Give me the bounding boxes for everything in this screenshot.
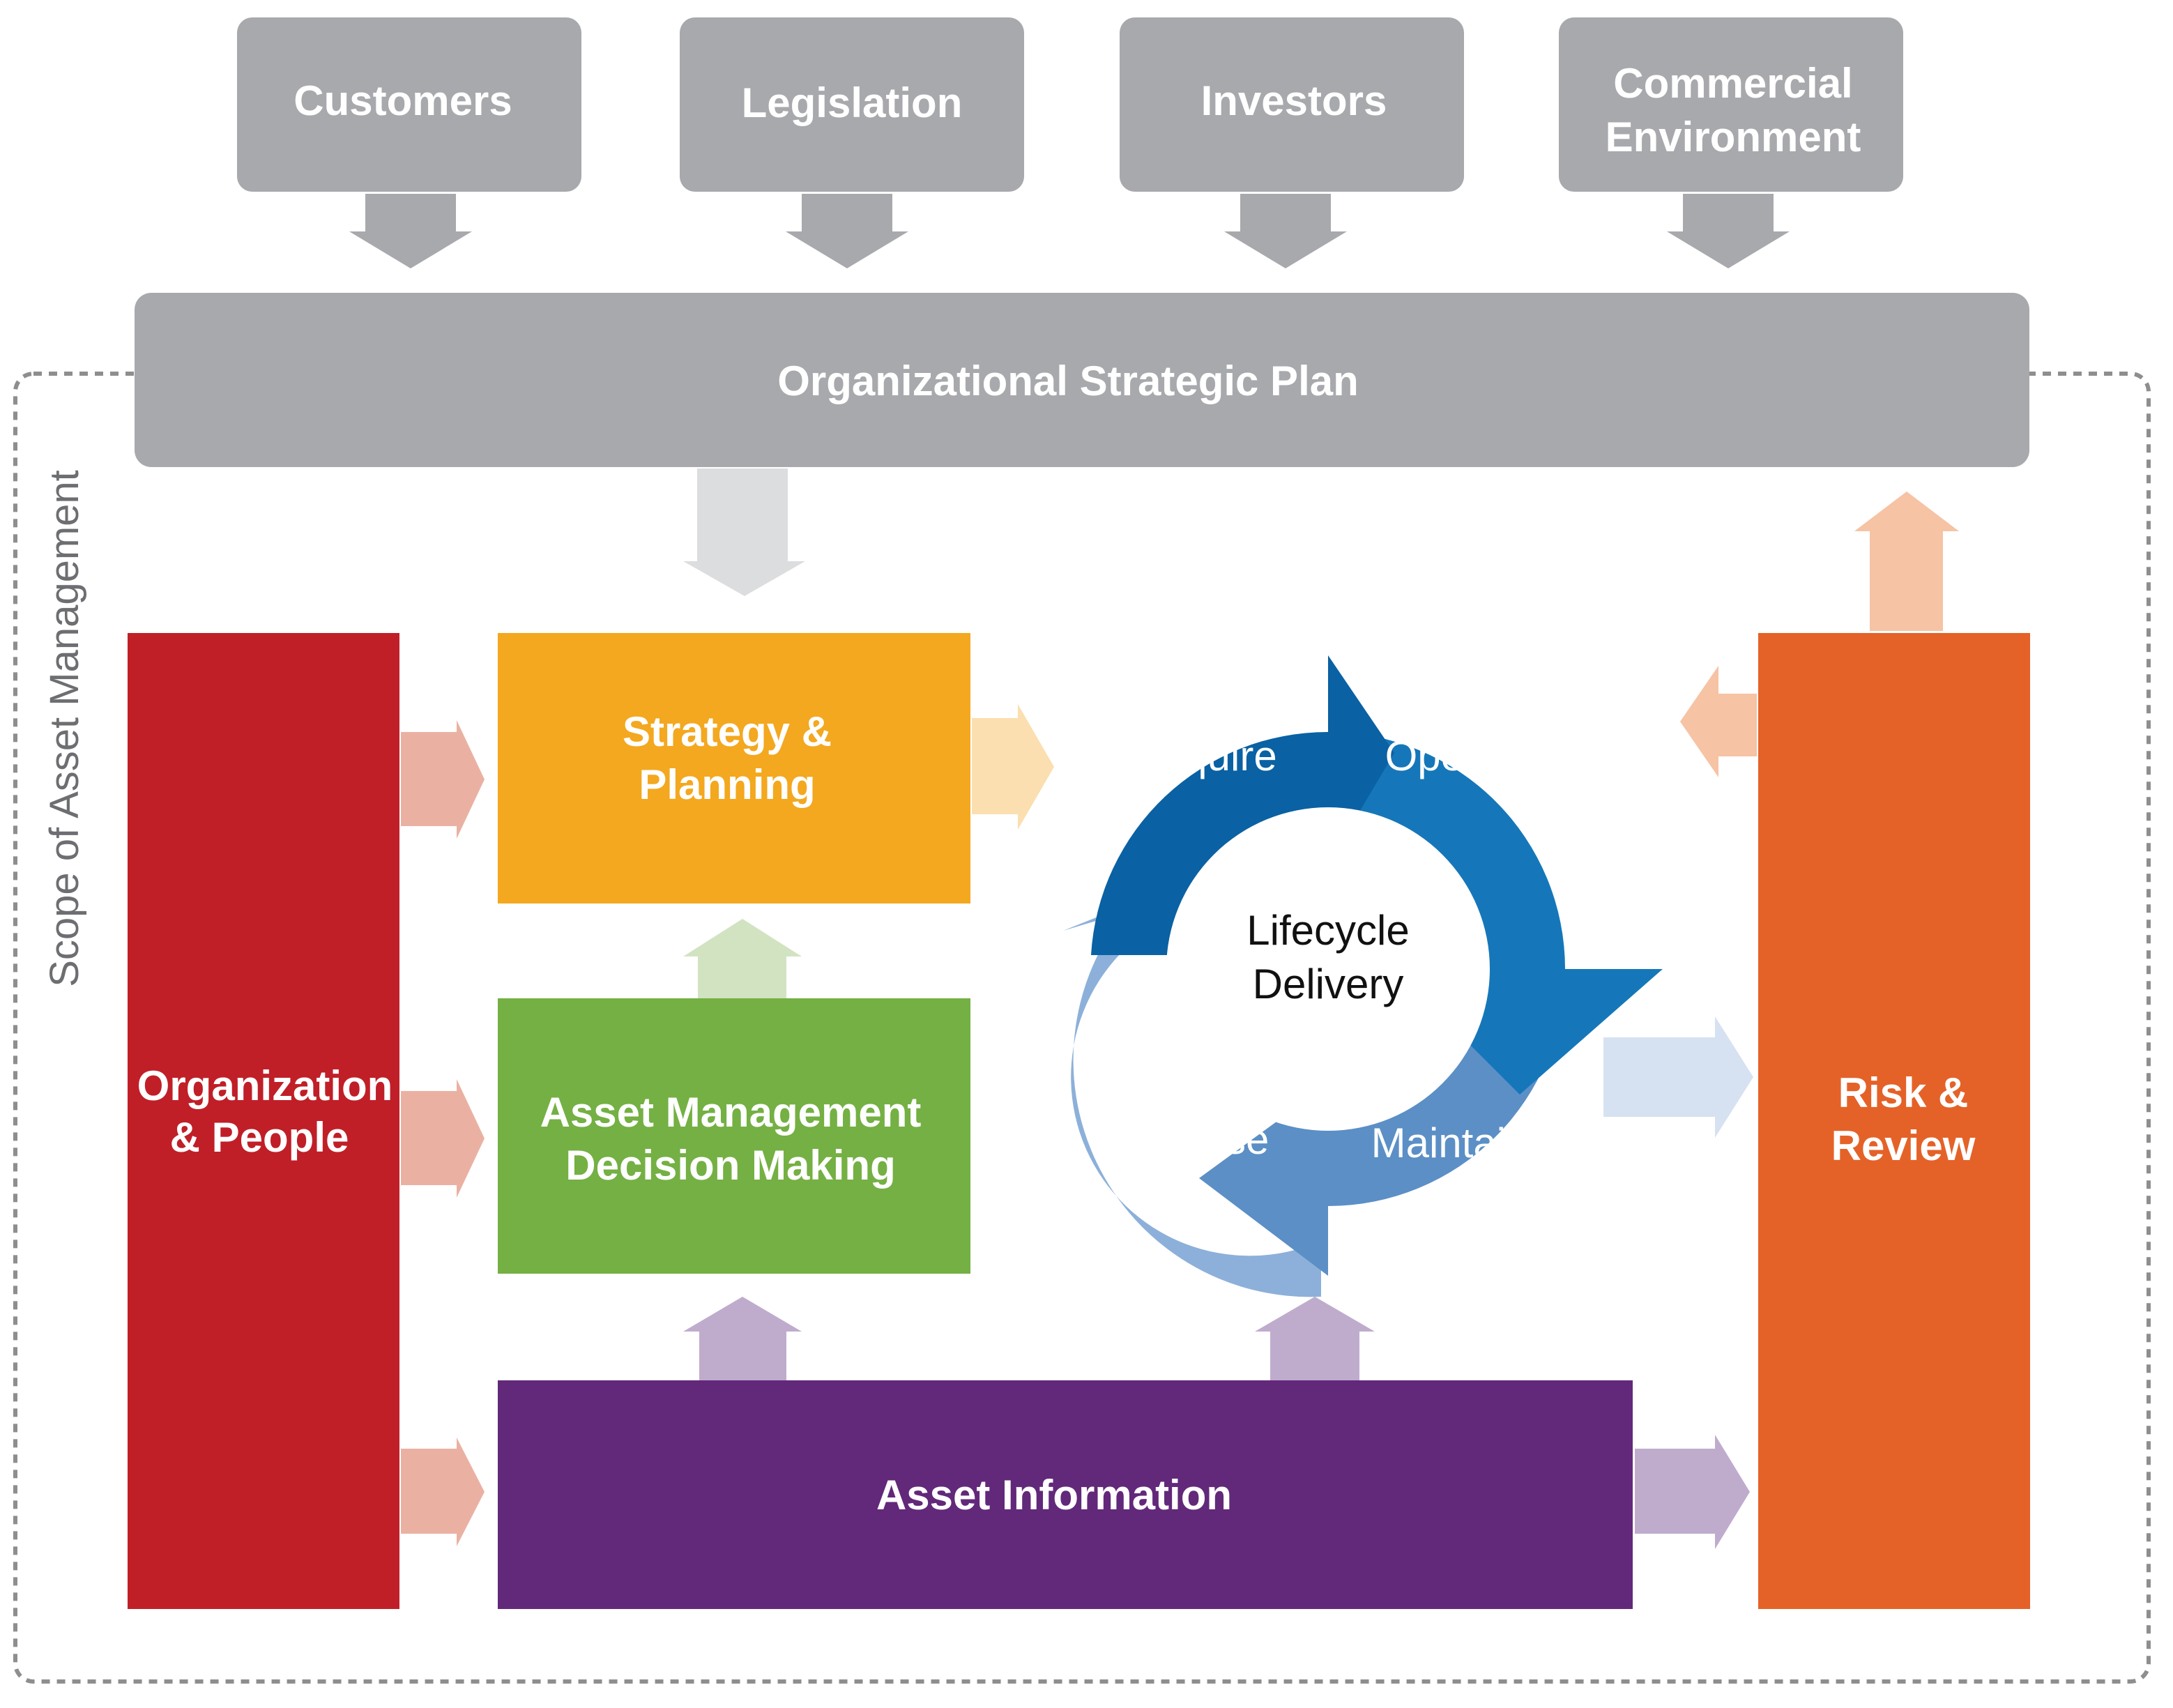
- stakeholder-label: Legislation: [742, 79, 963, 126]
- lifecycle-cycle: [1063, 655, 1663, 1297]
- strategy-planning-line1: Strategy &: [623, 708, 832, 755]
- down-arrow: [786, 194, 908, 268]
- right-arrow-pale-blue: [1603, 1016, 1753, 1138]
- right-arrow: [401, 1438, 485, 1546]
- right-arrow: [401, 1079, 485, 1198]
- risk-review-box: Risk & Review: [1758, 633, 2030, 1609]
- strategy-planning-box: Strategy & Planning: [498, 633, 970, 903]
- acquire-arc-arrow: [1091, 655, 1394, 955]
- stakeholder-label-line2: Environment: [1606, 114, 1861, 160]
- scope-label: Scope of Asset Management: [42, 470, 87, 987]
- stakeholder-label-line1: Commercial: [1613, 60, 1852, 107]
- up-arrow-lavender: [1255, 1297, 1375, 1380]
- up-arrow-peach: [1854, 491, 1959, 631]
- organization-people-line2: & People: [170, 1114, 349, 1161]
- down-arrow-light: [683, 468, 805, 596]
- stakeholder-legislation: Legislation: [680, 17, 1024, 192]
- organization-people-line1: Organization: [137, 1062, 393, 1109]
- right-arrow-light: [972, 704, 1054, 830]
- stakeholder-commercial-environment: Commercial Environment: [1559, 17, 1903, 192]
- stakeholder-label: Customers: [293, 77, 512, 124]
- decision-making-line1: Asset Management: [540, 1089, 922, 1136]
- down-arrow: [349, 194, 472, 268]
- left-arrow-peach: [1680, 666, 1757, 777]
- right-arrow-lavender: [1635, 1435, 1750, 1549]
- down-arrow: [1224, 194, 1347, 268]
- asset-information-box: Asset Information: [498, 1380, 1633, 1609]
- stakeholder-label: Investors: [1201, 77, 1387, 124]
- decision-making-line2: Decision Making: [565, 1142, 895, 1189]
- organization-people-box: Organization & People: [128, 633, 399, 1609]
- strategy-planning-line2: Planning: [639, 761, 815, 808]
- dispose-arc-arrow: [1063, 892, 1321, 1297]
- lifecycle-center-line1: Lifecycle: [1246, 907, 1409, 954]
- dispose-label: Dispose: [1118, 1116, 1270, 1163]
- lifecycle-center-line2: Delivery: [1253, 961, 1404, 1007]
- up-arrow-green: [683, 919, 802, 998]
- decision-making-box: Asset Management Decision Making: [498, 998, 970, 1274]
- risk-review-line2: Review: [1831, 1122, 1976, 1169]
- strategic-plan-label: Organizational Strategic Plan: [777, 358, 1359, 404]
- stakeholder-investors: Investors: [1120, 17, 1464, 192]
- down-arrow: [1667, 194, 1790, 268]
- up-arrow-lavender: [683, 1297, 802, 1380]
- acquire-label: Acquire: [1135, 733, 1276, 779]
- asset-information-label: Asset Information: [876, 1472, 1232, 1518]
- risk-review-line1: Risk &: [1838, 1069, 1969, 1116]
- stakeholder-customers: Customers: [237, 17, 581, 192]
- right-arrow: [401, 720, 485, 839]
- strategic-plan-bar: Organizational Strategic Plan: [135, 293, 2029, 467]
- maintain-label: Maintain: [1371, 1120, 1530, 1166]
- operate-label: Operate: [1385, 733, 1537, 779]
- operate-arc-arrow: [1328, 732, 1663, 1095]
